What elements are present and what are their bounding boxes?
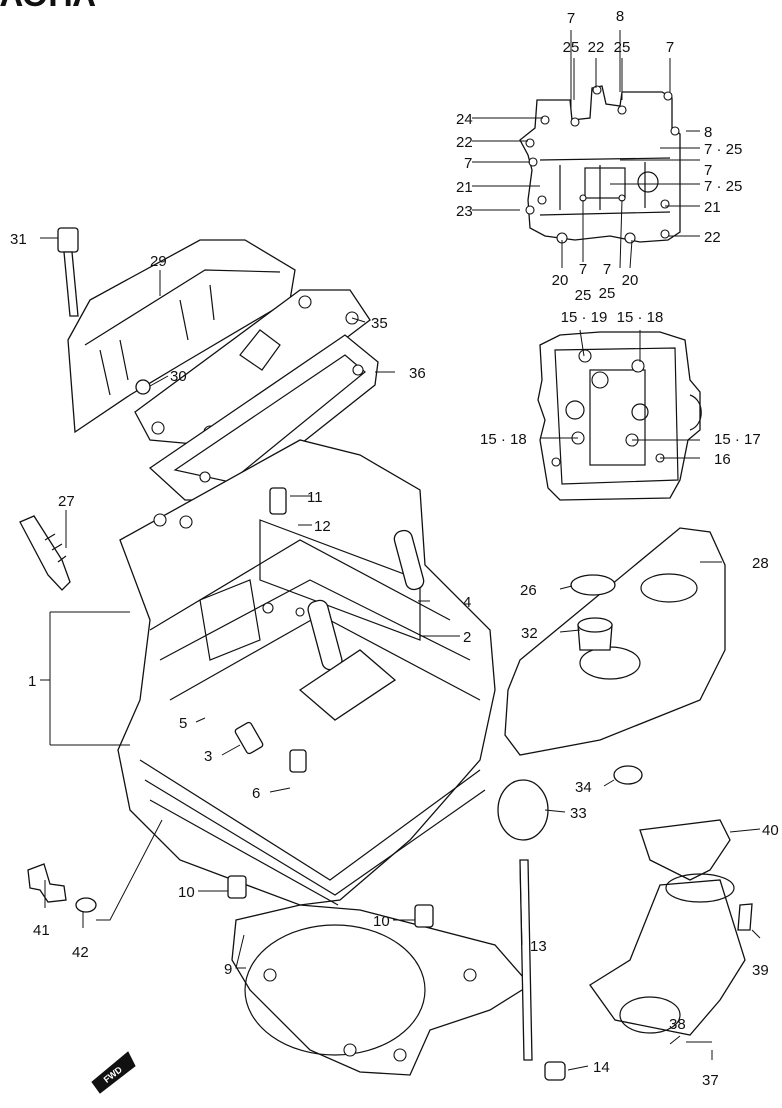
callout-label: 42	[72, 944, 89, 961]
head-gasket-drawing	[91, 859, 566, 1094]
callout-label: 31	[10, 231, 27, 248]
callout-label: 24	[456, 111, 473, 128]
callout-label: 22	[588, 39, 605, 56]
callout-label: 8	[704, 124, 712, 141]
callout-label: 16	[714, 451, 731, 468]
leader-lines	[40, 30, 761, 1071]
cylinder-head-top-view	[537, 331, 702, 501]
callout-label: 14	[593, 1059, 610, 1076]
callout-label: 25	[614, 39, 631, 56]
cam-cover-gasket-drawing	[148, 334, 379, 501]
callout-label: 27	[58, 493, 75, 510]
intake-pipe-drawing	[27, 819, 753, 1036]
callout-label: 9	[224, 961, 232, 978]
callout-label: 11	[307, 489, 323, 506]
side-cover-drawing	[497, 527, 726, 841]
callout-label: 22	[704, 229, 721, 246]
callout-label: 15 · 19	[561, 309, 608, 326]
callout-label: 41	[33, 922, 50, 939]
callout-label: 12	[314, 518, 331, 535]
head-cover-drawing	[57, 227, 296, 434]
callout-label: 15 · 18	[480, 431, 527, 448]
callout-label: 15 · 18	[617, 309, 664, 326]
callout-label: 15 · 17	[714, 431, 761, 448]
head-cover-plate-drawing	[519, 85, 681, 244]
callout-label: 37	[702, 1072, 719, 1089]
callout-label: 35	[371, 315, 388, 332]
callout-label: 25	[599, 285, 616, 302]
callout-label: 7	[579, 261, 587, 278]
callout-label: 26	[520, 582, 537, 599]
callout-label: 2	[463, 629, 471, 646]
callout-label: 7	[464, 155, 472, 172]
callout-label: 21	[704, 199, 721, 216]
callout-label: 25	[563, 39, 580, 56]
callout-label: 7	[567, 10, 575, 27]
page-title: ΛΟΠΛ	[0, 0, 96, 14]
callout-label: 7	[704, 162, 712, 179]
callout-label: 32	[521, 625, 538, 642]
callout-label: 33	[570, 805, 587, 822]
callout-label: 21	[456, 179, 473, 196]
callout-label: 25	[575, 287, 592, 304]
callout-label: 36	[409, 365, 426, 382]
callout-label: 7 · 25	[704, 178, 742, 195]
callout-label: 7	[603, 261, 611, 278]
callout-label: 3	[204, 748, 212, 765]
callout-label: 38	[669, 1016, 686, 1033]
callout-label: 22	[456, 134, 473, 151]
callout-label: 30	[170, 368, 187, 385]
callout-label: 29	[150, 253, 167, 270]
callout-label: 7	[666, 39, 674, 56]
callout-label: 8	[616, 8, 624, 25]
callout-label: 40	[762, 822, 779, 839]
callout-label: 5	[179, 715, 187, 732]
callout-label: 6	[252, 785, 260, 802]
callout-label: 7 · 25	[704, 141, 742, 158]
callout-label: 34	[575, 779, 592, 796]
callout-label: 1	[28, 673, 36, 690]
callout-label: 4	[463, 594, 471, 611]
callout-label: 10	[373, 913, 390, 930]
callout-label: 13	[530, 938, 547, 955]
callout-labels: 7 8 25 22 25 7 24 8 22 7 · 25 7 7 7 · 25…	[10, 8, 779, 1089]
spark-plug-drawing	[19, 515, 71, 591]
callout-label: 23	[456, 203, 473, 220]
cam-cover-drawing	[134, 289, 371, 446]
cylinder-head-drawing	[117, 439, 496, 906]
callout-label: 20	[622, 272, 639, 289]
callout-label: 28	[752, 555, 769, 572]
callout-label: 10	[178, 884, 195, 901]
callout-label: 39	[752, 962, 769, 979]
callout-label: 20	[552, 272, 569, 289]
